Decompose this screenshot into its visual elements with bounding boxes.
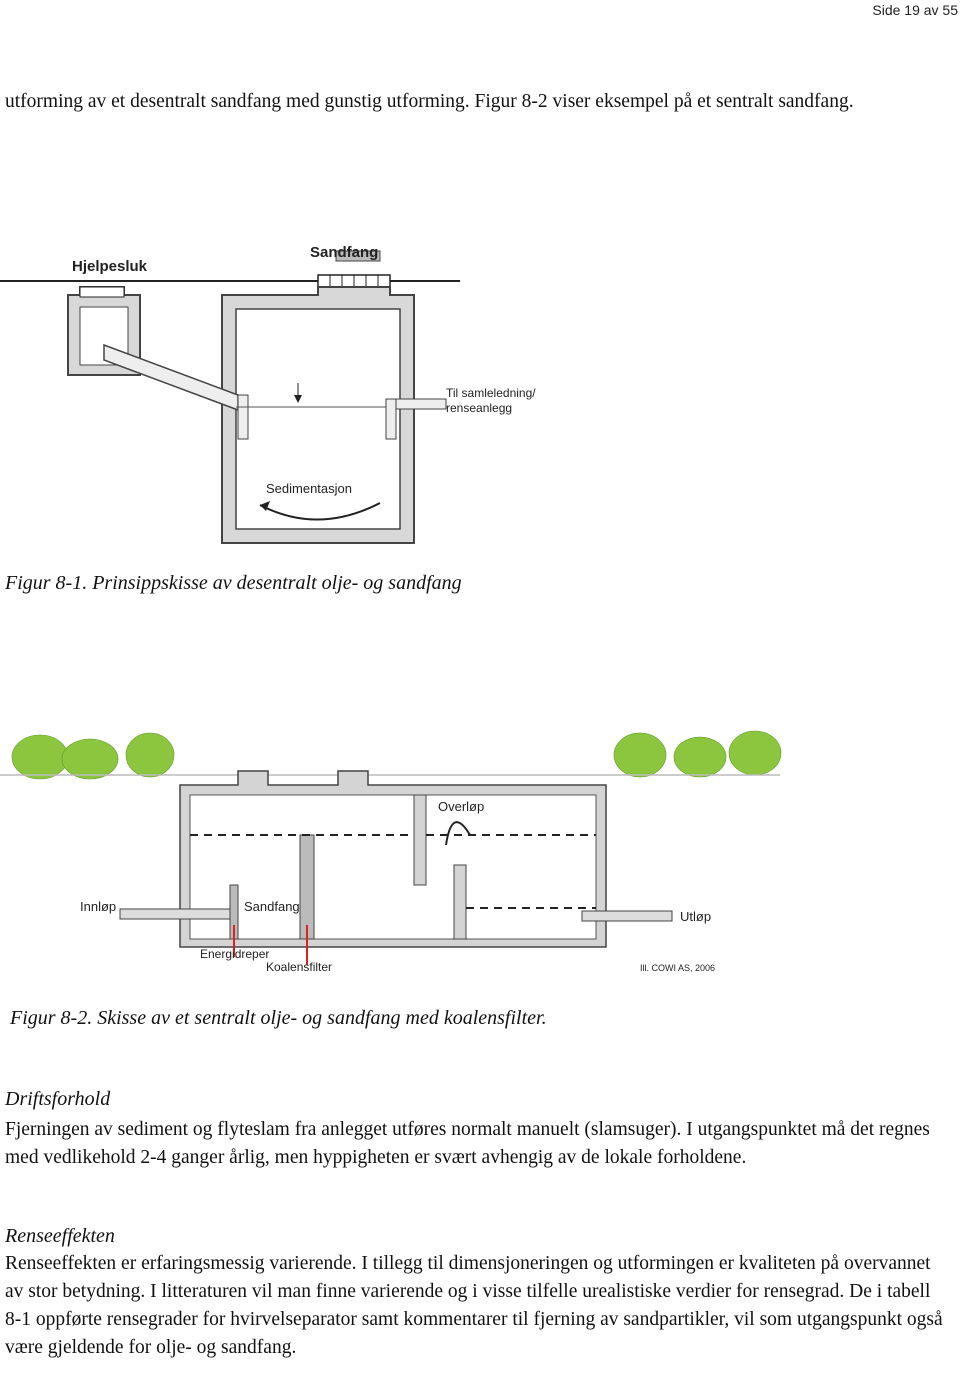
label-outlet-2: renseanlegg [446,401,512,415]
label-outlet-1: Til samleledning/ [446,386,536,400]
figure-2-caption: Figur 8-2. Skisse av et sentralt olje- o… [10,1007,547,1029]
label-innlop: Innløp [80,899,116,914]
label-sedimentasjon: Sedimentasjon [266,481,352,496]
figure-1-diagram: Hjelpesluk Sandfang Til samleledning/ re… [0,244,536,544]
body-renseeffekten: Renseeffekten er erfaringsmessig variere… [5,1253,943,1358]
label-koalensfilter: Koalensfilter [266,960,332,974]
heading-driftsforhold: Driftsforhold [5,1088,111,1110]
heading-renseeffekten: Renseeffekten [5,1225,115,1247]
figure-1-caption: Figur 8-1. Prinsippskisse av desentralt … [5,572,462,594]
label-overlop: Overløp [438,799,484,814]
intro-paragraph: utforming av et desentralt sandfang med … [5,91,854,112]
body-driftsforhold: Fjerningen av sediment og flyteslam fra … [5,1119,930,1168]
figure-2-diagram: Overløp Innløp Sandfang Utløp Energidrep… [0,730,782,974]
label-energidreper: Energidreper [200,947,269,961]
label-hjelpesluk: Hjelpesluk [72,258,148,275]
page-number: Side 19 av 55 [872,2,958,18]
label-sandfang-1: Sandfang [310,244,378,261]
label-utlop: Utløp [680,909,711,924]
label-credit: Ill. COWI AS, 2006 [640,963,715,973]
label-sandfang-2: Sandfang [244,899,300,914]
